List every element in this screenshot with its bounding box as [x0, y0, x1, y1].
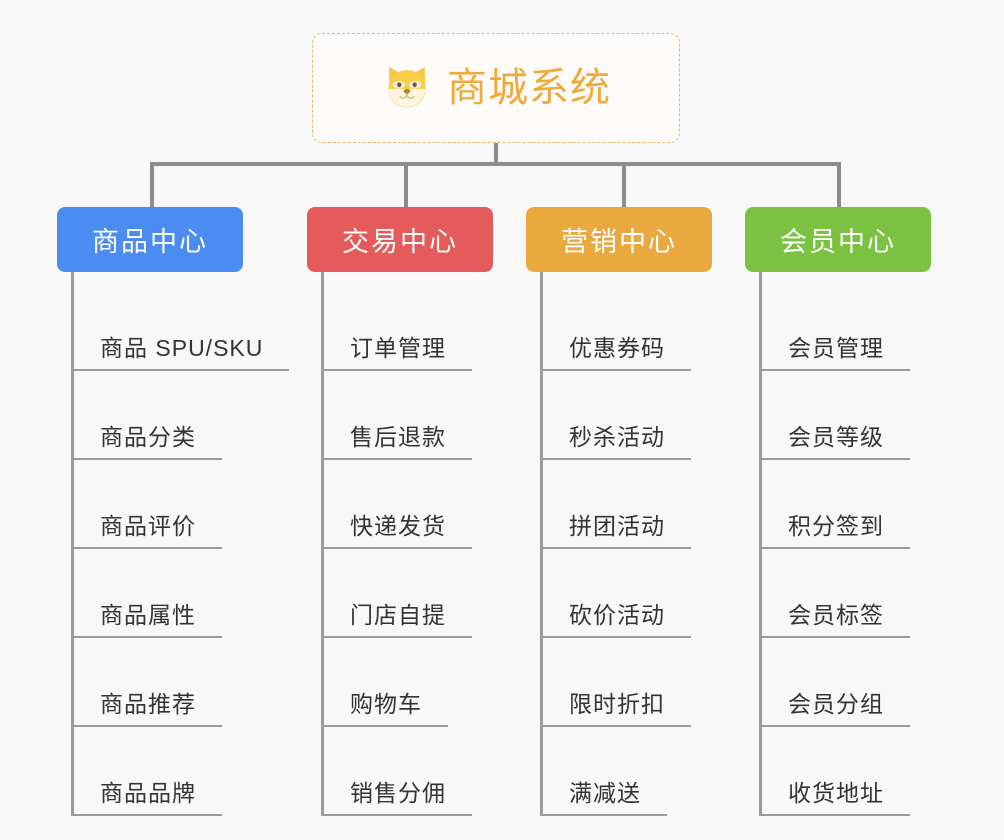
leaf-label: 限时折扣	[569, 691, 665, 717]
list-item[interactable]: 订单管理	[324, 282, 527, 371]
leaf-label: 收货地址	[788, 780, 884, 806]
list-item[interactable]: 商品 SPU/SKU	[74, 282, 290, 371]
leaf-label: 快递发货	[350, 513, 446, 539]
leaf-label: 商品 SPU/SKU	[100, 335, 264, 361]
leaf-label: 满减送	[569, 780, 641, 806]
list-item[interactable]: 商品分类	[74, 371, 277, 460]
leaf-label: 会员标签	[788, 602, 884, 628]
branch-leaf-list-2: 订单管理 售后退款 快递发货 门店自提 购物车 销售分佣	[321, 272, 527, 816]
list-item[interactable]: 商品属性	[74, 549, 277, 638]
list-item[interactable]: 商品推荐	[74, 638, 277, 727]
list-item[interactable]: 会员等级	[762, 371, 965, 460]
root-node[interactable]: 商城系统	[312, 33, 680, 143]
branch-leaf-list-3: 优惠券码 秒杀活动 拼团活动 砍价活动 限时折扣 满减送	[540, 272, 746, 816]
list-item[interactable]: 商品品牌	[74, 727, 277, 816]
leaf-label: 优惠券码	[569, 335, 665, 361]
branch-header-label: 商品中心	[92, 227, 208, 257]
list-item[interactable]: 积分签到	[762, 460, 965, 549]
list-item[interactable]: 限时折扣	[543, 638, 746, 727]
list-item[interactable]: 会员分组	[762, 638, 965, 727]
root-title: 商城系统	[447, 66, 611, 110]
list-item[interactable]: 购物车	[324, 638, 527, 727]
branch-header-1[interactable]: 商品中心	[57, 207, 243, 272]
leaf-label: 商品评价	[100, 513, 196, 539]
list-item[interactable]: 销售分佣	[324, 727, 527, 816]
list-item[interactable]: 会员标签	[762, 549, 965, 638]
list-item[interactable]: 售后退款	[324, 371, 527, 460]
branch-column-4: 会员中心 会员管理 会员等级 积分签到 会员标签 会员分组 收货地址	[745, 207, 965, 816]
list-item[interactable]: 优惠券码	[543, 282, 746, 371]
leaf-label: 商品品牌	[100, 780, 196, 806]
connector-drop-4	[837, 162, 841, 209]
list-item[interactable]: 收货地址	[762, 727, 965, 816]
branch-leaf-list-1: 商品 SPU/SKU 商品分类 商品评价 商品属性 商品推荐 商品品牌	[71, 272, 290, 816]
leaf-label: 门店自提	[350, 602, 446, 628]
branch-header-3[interactable]: 营销中心	[526, 207, 712, 272]
leaf-label: 商品分类	[100, 424, 196, 450]
list-item[interactable]: 拼团活动	[543, 460, 746, 549]
branch-header-4[interactable]: 会员中心	[745, 207, 931, 272]
shiba-dog-face-icon	[388, 66, 426, 108]
list-item[interactable]: 满减送	[543, 727, 746, 816]
list-item[interactable]: 秒杀活动	[543, 371, 746, 460]
connector-drop-3	[622, 162, 626, 209]
leaf-label: 购物车	[350, 691, 422, 717]
leaf-label: 销售分佣	[350, 780, 446, 806]
leaf-label: 积分签到	[788, 513, 884, 539]
leaf-label: 商品推荐	[100, 691, 196, 717]
leaf-label: 售后退款	[350, 424, 446, 450]
leaf-label: 拼团活动	[569, 513, 665, 539]
connector-drop-1	[150, 162, 154, 209]
branch-header-label: 交易中心	[342, 227, 458, 257]
leaf-label: 会员分组	[788, 691, 884, 717]
list-item[interactable]: 商品评价	[74, 460, 277, 549]
leaf-label: 会员等级	[788, 424, 884, 450]
leaf-label: 砍价活动	[569, 602, 665, 628]
leaf-label: 订单管理	[350, 335, 446, 361]
list-item[interactable]: 快递发货	[324, 460, 527, 549]
branch-header-label: 会员中心	[780, 227, 896, 257]
list-item[interactable]: 会员管理	[762, 282, 965, 371]
leaf-label: 会员管理	[788, 335, 884, 361]
connector-root-stem	[494, 143, 498, 164]
branch-column-1: 商品中心 商品 SPU/SKU 商品分类 商品评价 商品属性 商品推荐 商品品牌	[57, 207, 290, 816]
list-item[interactable]: 门店自提	[324, 549, 527, 638]
list-item[interactable]: 砍价活动	[543, 549, 746, 638]
branch-column-3: 营销中心 优惠券码 秒杀活动 拼团活动 砍价活动 限时折扣 满减送	[526, 207, 746, 816]
leaf-label: 秒杀活动	[569, 424, 665, 450]
branch-header-label: 营销中心	[561, 227, 677, 257]
branch-header-2[interactable]: 交易中心	[307, 207, 493, 272]
connector-drop-2	[404, 162, 408, 209]
branch-column-2: 交易中心 订单管理 售后退款 快递发货 门店自提 购物车 销售分佣	[307, 207, 527, 816]
branch-leaf-list-4: 会员管理 会员等级 积分签到 会员标签 会员分组 收货地址	[759, 272, 965, 816]
connector-horizontal-bus	[150, 162, 840, 166]
leaf-label: 商品属性	[100, 602, 196, 628]
